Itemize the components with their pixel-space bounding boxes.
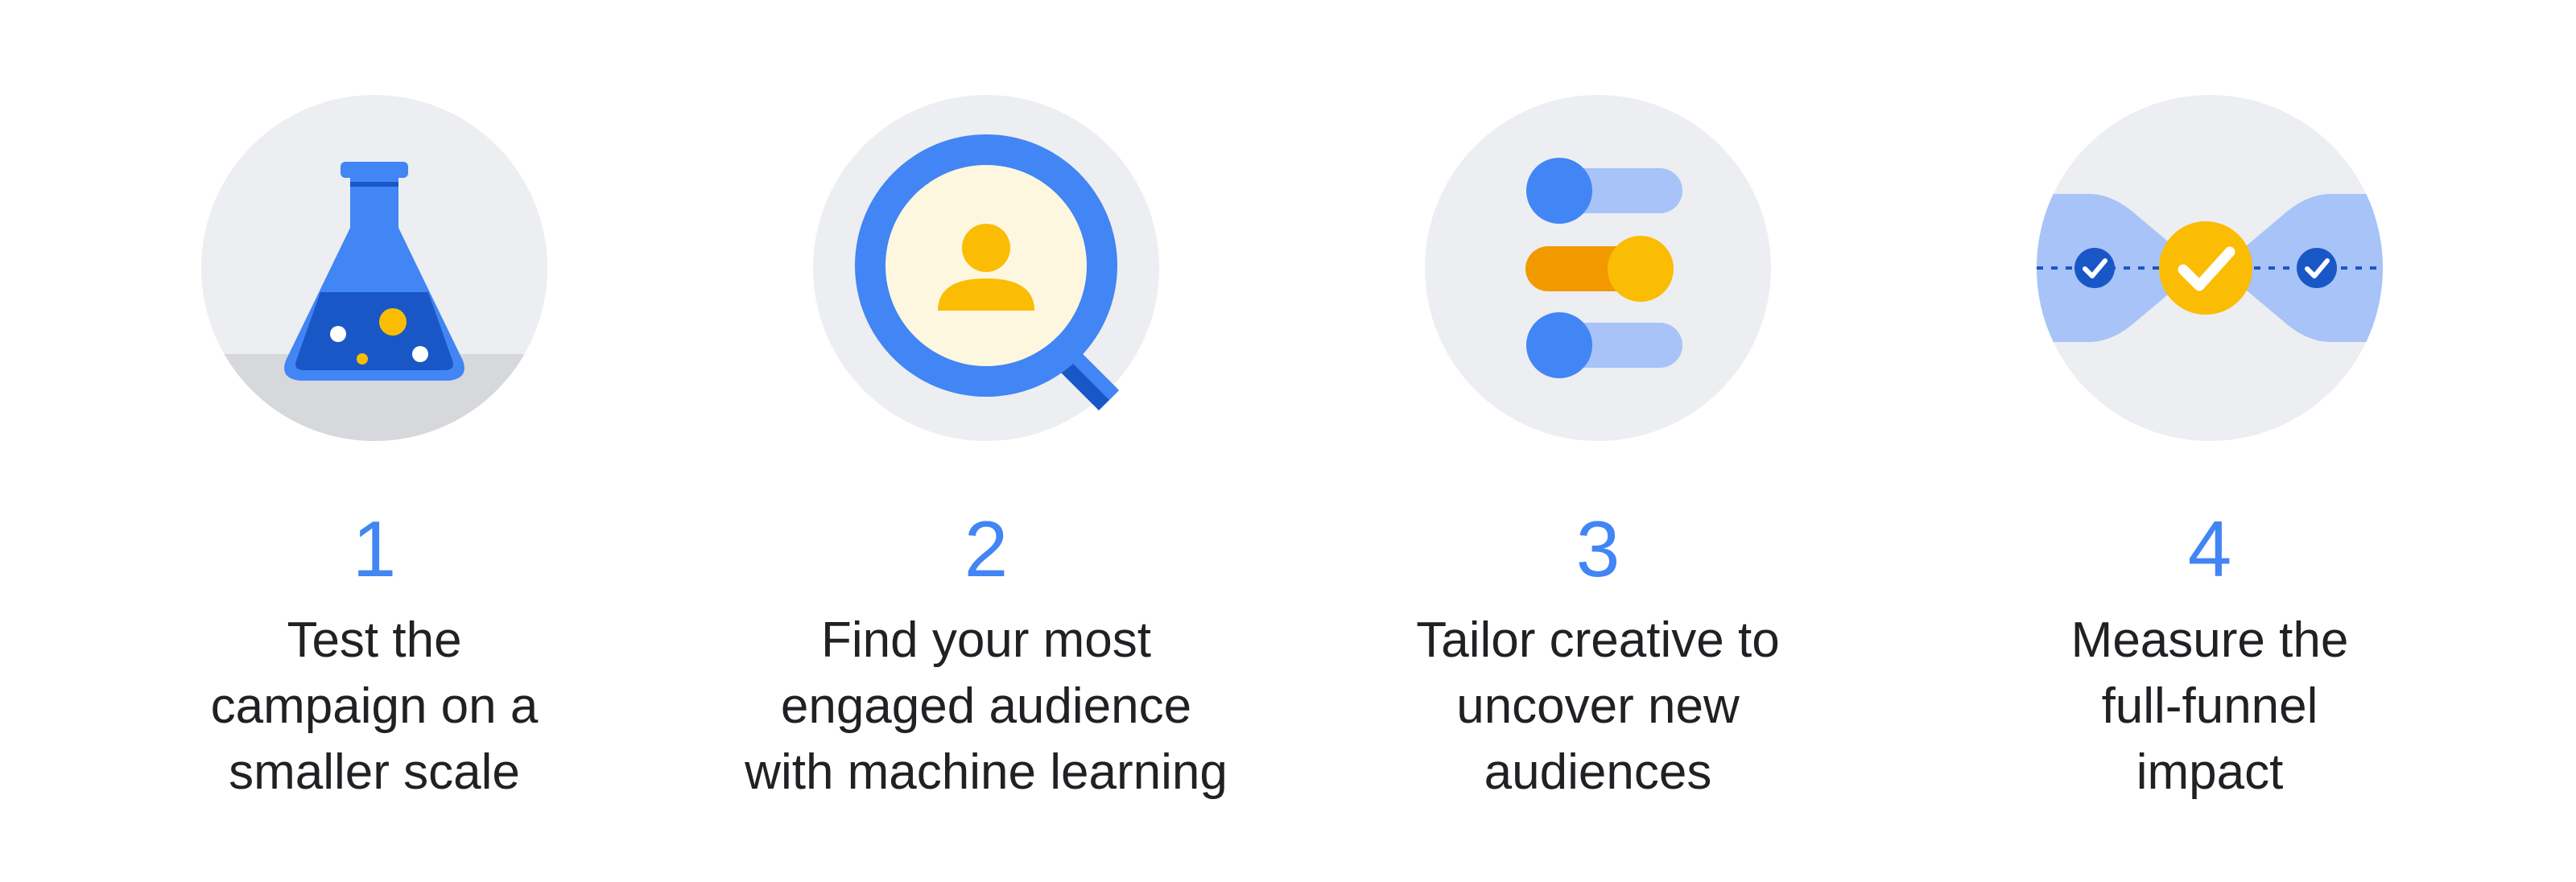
step-label: Tailor creative to uncover new audiences: [1292, 608, 1904, 806]
step-number: 2: [964, 505, 1009, 593]
step-3: 3 Tailor creative to uncover new audienc…: [1292, 0, 1904, 882]
funnel-check-icon: [2037, 95, 2383, 441]
step-label-line: with machine learning: [745, 744, 1228, 800]
toggle-switches-icon: [1425, 95, 1771, 441]
step-label: Test the campaign on a smaller scale: [68, 608, 680, 806]
step-number: 4: [2187, 505, 2232, 593]
step-1: 1 Test the campaign on a smaller scale: [68, 0, 680, 882]
step-2: 2 Find your most engaged audience with m…: [680, 0, 1292, 882]
step-label: Measure the full-funnel impact: [1904, 608, 2516, 806]
step-number: 1: [352, 505, 397, 593]
magnifier-person-icon: [813, 95, 1159, 441]
step-label-line: impact: [2136, 744, 2284, 800]
step-label: Find your most engaged audience with mac…: [680, 608, 1292, 806]
step-label-line: Test the: [287, 612, 462, 668]
step-label-line: full-funnel: [2101, 678, 2318, 734]
step-4: 4 Measure the full-funnel impact: [1904, 0, 2516, 882]
step-label-line: Tailor creative to: [1416, 612, 1780, 668]
step-number: 3: [1575, 505, 1620, 593]
step-label-line: campaign on a: [210, 678, 539, 734]
step-label-line: Measure the: [2070, 612, 2349, 668]
step-label-line: Find your most: [820, 612, 1152, 668]
step-label-line: engaged audience: [780, 678, 1192, 734]
flask-icon: [201, 95, 547, 441]
step-label-line: audiences: [1484, 744, 1712, 800]
step-label-line: uncover new: [1456, 678, 1740, 734]
step-label-line: smaller scale: [229, 744, 520, 800]
